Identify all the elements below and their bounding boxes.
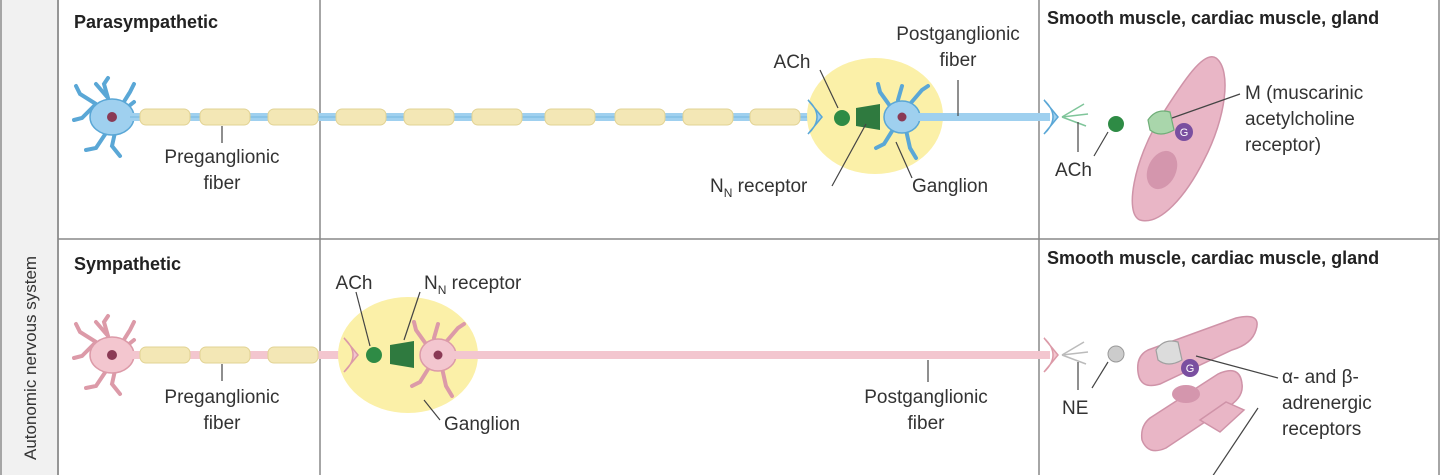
parasympathetic-title: Parasympathetic	[74, 12, 218, 32]
sympathetic-ach-vesicle-ganglion	[366, 347, 382, 363]
m-receptor-label-3: receptor)	[1245, 135, 1321, 156]
sympathetic-preganglionic-label-1: Preganglionic	[164, 387, 279, 408]
parasympathetic-preganglionic-label-2: fiber	[204, 173, 242, 194]
sympathetic-g-label: G	[1186, 363, 1195, 375]
sympathetic-preganglionic-neuron	[72, 314, 136, 396]
adrenergic-label-1: α- and β-	[1282, 367, 1359, 388]
parasympathetic-nn-receptor	[856, 104, 880, 130]
sympathetic-nn-receptor-label: NN receptor	[424, 273, 522, 297]
parasympathetic-ach-vesicle-ganglion	[834, 110, 850, 126]
sympathetic-ach-ganglion-label: ACh	[336, 273, 373, 294]
parasympathetic-g-protein	[1175, 123, 1193, 141]
sympathetic-nn-receptor	[390, 341, 414, 368]
parasympathetic-ganglion-label: Ganglion	[912, 176, 988, 197]
parasympathetic-nucleus-2	[897, 112, 907, 122]
sympathetic-release-lines	[1061, 341, 1089, 365]
sympathetic-leaders	[221, 291, 1279, 475]
side-column-shade	[2, 0, 57, 475]
m-receptor	[1147, 110, 1175, 135]
sympathetic-nucleus-2	[433, 350, 443, 360]
sympathetic-nucleus-1	[107, 350, 117, 360]
sympathetic-ganglion-label: Ganglion	[444, 414, 520, 435]
parasympathetic-muscle-nucleus	[1146, 150, 1178, 190]
sympathetic-muscle-tissue	[1136, 315, 1258, 452]
m-receptor-label-1: M (muscarinic	[1245, 83, 1363, 104]
sympathetic-row: Sympathetic Smooth muscle, cardiac muscl…	[72, 248, 1379, 475]
parasympathetic-axon-terminal	[807, 99, 823, 135]
sympathetic-myelin-segments	[139, 346, 319, 364]
parasympathetic-ach-target-label: ACh	[1055, 160, 1092, 181]
ne-vesicle	[1107, 345, 1125, 363]
parasympathetic-target-title: Smooth muscle, cardiac muscle, gland	[1047, 8, 1379, 28]
sympathetic-g-protein	[1181, 359, 1199, 377]
parasympathetic-preganglionic-label-1: Preganglionic	[164, 147, 279, 168]
sympathetic-preganglionic-label-2: fiber	[204, 413, 242, 434]
m-receptor-label-2: acetylcholine	[1245, 109, 1355, 130]
ne-label: NE	[1062, 398, 1088, 419]
parasympathetic-postganglionic-label-2: fiber	[940, 50, 978, 71]
sympathetic-axon-terminal	[343, 337, 359, 373]
parasympathetic-row: Parasympathetic Smooth muscle, cardiac m…	[72, 8, 1379, 222]
sympathetic-target-title: Smooth muscle, cardiac muscle, gland	[1047, 248, 1379, 268]
adrenergic-label-2: adrenergic	[1282, 393, 1372, 414]
side-label: Autonomic nervous system	[21, 256, 40, 460]
parasympathetic-g-label: G	[1180, 127, 1189, 139]
parasympathetic-leaders	[221, 69, 1241, 187]
parasympathetic-ach-vesicle-target	[1108, 116, 1124, 132]
parasympathetic-target-terminal	[1043, 99, 1059, 135]
parasympathetic-ach-ganglion-label: ACh	[774, 52, 811, 73]
parasympathetic-preganglionic-neuron	[72, 76, 136, 158]
parasympathetic-postganglionic-label-1: Postganglionic	[896, 24, 1020, 45]
sympathetic-postganglionic-label-1: Postganglionic	[864, 387, 988, 408]
parasympathetic-myelin-segments	[139, 108, 801, 126]
parasympathetic-release-lines	[1061, 103, 1089, 127]
parasympathetic-nn-receptor-label: NN receptor	[710, 176, 808, 200]
parasympathetic-nucleus-1	[107, 112, 117, 122]
sympathetic-target-terminal	[1043, 337, 1059, 373]
sympathetic-title: Sympathetic	[74, 254, 181, 274]
sympathetic-muscle-nucleus	[1172, 385, 1200, 403]
adrenergic-label-3: receptors	[1282, 419, 1361, 440]
adrenergic-receptor	[1155, 340, 1183, 365]
sympathetic-postganglionic-label-2: fiber	[908, 413, 946, 434]
